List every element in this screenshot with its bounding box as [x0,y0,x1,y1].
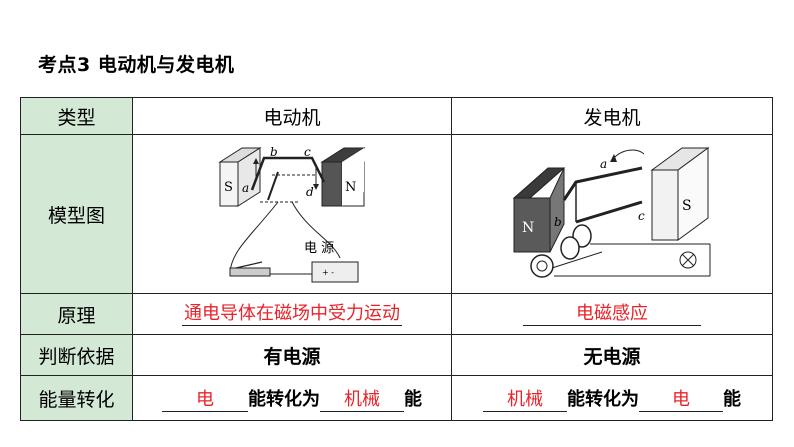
generator-principle-answer: 电磁感应 [523,303,701,326]
motor-diagram: S N a b c d [218,145,366,283]
criteria-row-label: 判断依据 [20,334,133,376]
motor-point-b: b [270,145,278,159]
motor-point-a: a [242,181,249,195]
generator-point-c: c [638,209,645,223]
model-row: 模型图 S N [20,134,773,294]
principle-row: 原理 通电导体在磁场中受力运动 电磁感应 [20,293,773,335]
header-type-label: 类型 [20,97,133,135]
motor-conversion-cell: 电能转化为机械能 [132,375,452,421]
battery-marks: + - [322,268,334,277]
header-motor: 电动机 [132,97,452,135]
header-generator: 发电机 [451,97,773,135]
motor-conversion-blank2: 机械 [320,389,404,412]
conversion-row: 能量转化 电能转化为机械能 机械能转化为电能 [20,375,773,421]
generator-point-a: a [600,157,607,171]
motor-pole-n: N [345,180,356,195]
generator-conversion-end: 能 [723,388,741,410]
generator-conversion-blank2: 电 [639,389,723,412]
motor-principle-cell: 通电导体在磁场中受力运动 [132,293,452,335]
motor-criteria-cell: 有电源 [132,334,452,376]
generator-conversion-middle: 能转化为 [567,388,639,410]
generator-conversion-line: 机械能转化为电能 [483,388,741,412]
header-row: 类型 电动机 发电机 [20,97,773,135]
generator-criteria-cell: 无电源 [451,334,773,376]
motor-conversion-middle: 能转化为 [248,388,320,410]
generator-diagram: N S a b c [512,147,711,278]
motor-point-c: c [304,145,311,159]
motor-point-d: d [306,185,314,199]
motor-model-cell: S N a b c d [132,134,452,294]
model-row-label: 模型图 [20,134,133,294]
criteria-row: 判断依据 有电源 无电源 [20,334,773,376]
motor-conversion-blank1: 电 [162,389,248,412]
generator-principle-cell: 电磁感应 [451,293,773,335]
motor-principle-answer: 通电导体在磁场中受力运动 [182,303,402,326]
generator-pole-n: N [522,220,534,236]
generator-point-b: b [554,215,562,229]
principle-row-label: 原理 [20,293,133,335]
motor-generator-table: 类型 电动机 发电机 模型图 S N [20,97,773,421]
power-source-label: 电 源 [304,241,334,256]
generator-model-cell: N S a b c [451,134,773,294]
generator-pole-s: S [682,198,692,214]
generator-conversion-cell: 机械能转化为电能 [451,375,773,421]
conversion-row-label: 能量转化 [20,375,133,421]
generator-conversion-blank1: 机械 [483,389,567,412]
motor-conversion-end: 能 [404,388,422,410]
motor-conversion-line: 电能转化为机械能 [162,388,422,412]
motor-pole-s: S [224,180,233,195]
section-heading: 考点3 电动机与发电机 [38,54,235,76]
